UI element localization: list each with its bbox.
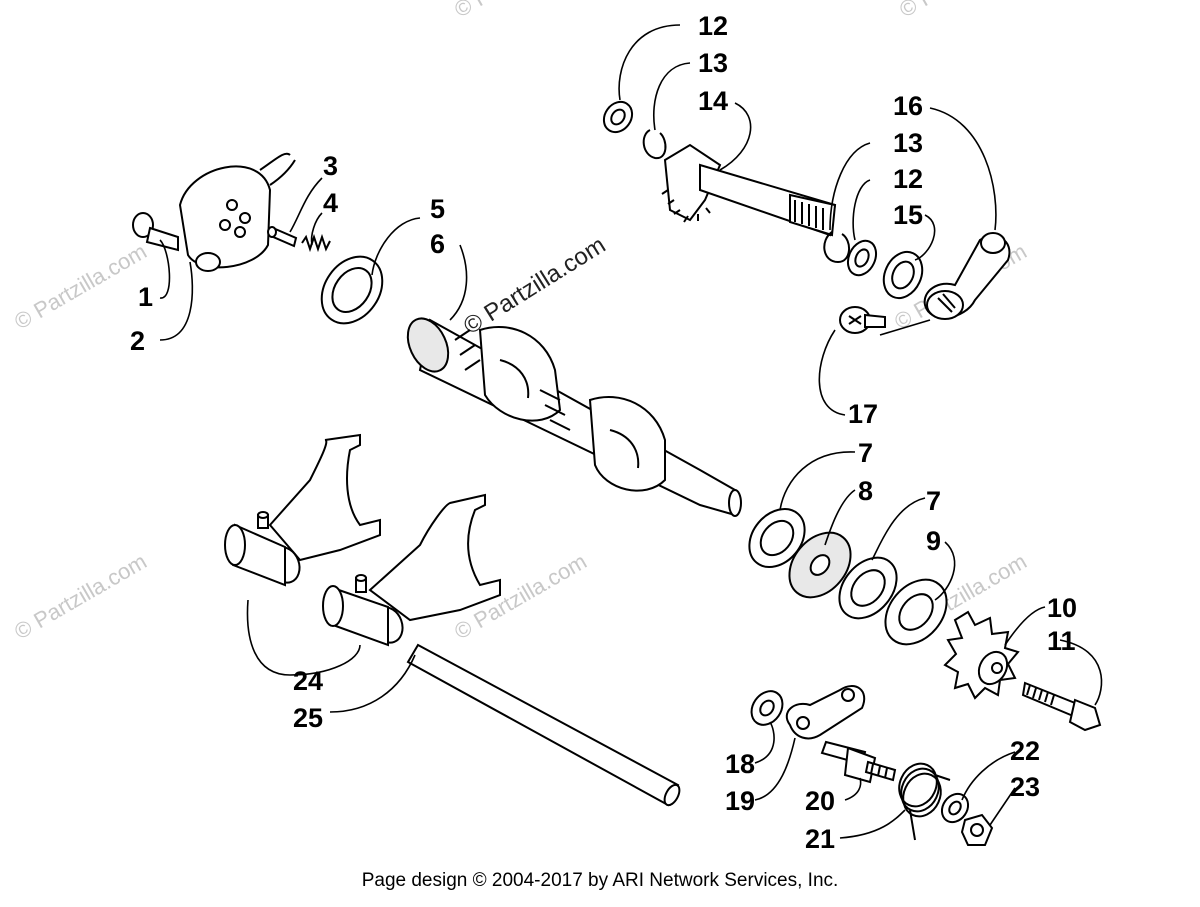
- callout-12a: 12: [698, 11, 728, 41]
- part-sensor-2: [178, 152, 296, 272]
- callout-1: 1: [138, 282, 153, 312]
- callout-6: 6: [430, 229, 445, 259]
- part-washer-18: [750, 690, 784, 726]
- part-bearing-15: [882, 250, 924, 300]
- callout-19: 19: [725, 786, 755, 816]
- part-pin-3: [267, 226, 298, 248]
- callout-10: 10: [1047, 593, 1077, 623]
- callout-13b: 13: [893, 128, 923, 158]
- callout-24: 24: [293, 666, 323, 696]
- watermark-faint: © Partzilla.com: [895, 0, 1036, 22]
- part-shift-arm-16: [923, 232, 1011, 320]
- watermark-faint: © Partzilla.com: [10, 239, 151, 335]
- part-bolt-1: [132, 212, 179, 252]
- part-nut-23: [960, 813, 994, 846]
- part-fork-shaft-25: [406, 643, 681, 807]
- callout-18: 18: [725, 749, 755, 779]
- callout-8: 8: [858, 476, 873, 506]
- callout-25: 25: [293, 703, 323, 733]
- part-washer-12a: [602, 100, 634, 134]
- callout-12b: 12: [893, 164, 923, 194]
- callout-22: 22: [1010, 736, 1040, 766]
- callout-23: 23: [1010, 772, 1040, 802]
- callout-2: 2: [130, 326, 145, 356]
- part-clip-13a: [642, 129, 667, 160]
- callout-17: 17: [848, 399, 878, 429]
- part-shift-fork-24: [224, 433, 501, 647]
- callout-7b: 7: [926, 486, 941, 516]
- part-star-wheel-10: [943, 610, 1020, 700]
- callout-3: 3: [323, 151, 338, 181]
- watermark-faint: © Partzilla.com: [450, 0, 591, 22]
- callout-4: 4: [323, 188, 338, 218]
- part-stud-20: [820, 740, 897, 784]
- copyright-footer: Page design © 2004-2017 by ARI Network S…: [361, 870, 839, 891]
- part-washer-7b: [838, 556, 898, 620]
- part-clip-13b: [823, 231, 850, 264]
- callout-21: 21: [805, 824, 835, 854]
- callout-16: 16: [893, 91, 923, 121]
- part-washer-5: [320, 255, 384, 325]
- part-torsion-spring-21: [898, 762, 951, 841]
- callout-numbers: 1 2 3 4 5 6 12 13 14 16 13 12 15 17 7 8 …: [130, 11, 1077, 854]
- callout-5: 5: [430, 194, 445, 224]
- callout-7a: 7: [858, 438, 873, 468]
- callout-20: 20: [805, 786, 835, 816]
- part-shift-drum-6: [406, 317, 742, 517]
- watermark-faint: © Partzilla.com: [10, 549, 151, 645]
- callout-11: 11: [1047, 626, 1076, 656]
- callout-13a: 13: [698, 48, 728, 78]
- part-washer-9: [884, 578, 948, 646]
- leader-lines: [159, 24, 1103, 839]
- watermark-main: © Partzilla.com: [459, 231, 610, 340]
- callout-15: 15: [893, 200, 923, 230]
- part-shift-shaft-14: [661, 143, 837, 237]
- part-bolt-11: [1021, 681, 1102, 732]
- part-screw-17: [839, 306, 886, 334]
- part-spring-4: [301, 233, 331, 253]
- part-washer-12b: [846, 239, 878, 277]
- part-link-19: [785, 685, 866, 740]
- part-spring-washer-8: [788, 531, 852, 599]
- callout-9: 9: [926, 526, 941, 556]
- callout-14: 14: [698, 86, 728, 116]
- part-washer-7a: [748, 508, 806, 568]
